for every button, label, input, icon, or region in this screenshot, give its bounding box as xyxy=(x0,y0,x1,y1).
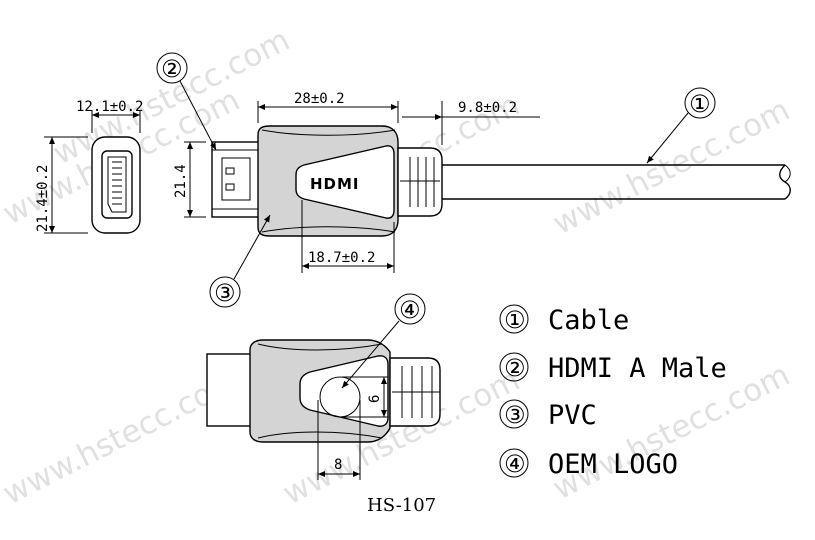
legend-item-oem-logo: ④ OEM LOGO xyxy=(499,448,678,480)
callout-3: ③ xyxy=(214,279,236,307)
legend-number: ④ xyxy=(504,450,526,478)
callout-1-circle xyxy=(684,87,716,119)
legend-number: ① xyxy=(504,306,526,334)
legend-label: Cable xyxy=(548,305,629,336)
hdmi-logo-text: HDMI xyxy=(310,175,360,193)
callout-4: ④ xyxy=(399,296,421,324)
head-length-label: 18.7±0.2 xyxy=(308,250,375,266)
watermark: www.hstecc.com xyxy=(547,92,795,242)
watermark-layer: www.hstecc.com www.hstecc.com www.hstecc… xyxy=(0,22,796,512)
front-width-label: 12.1±0.2 xyxy=(76,99,143,115)
legend-label: PVC xyxy=(548,400,597,431)
logo-window xyxy=(295,145,395,219)
logo-height-label: 6 xyxy=(367,395,383,403)
callout-1: ① xyxy=(689,90,711,118)
hdmi-plug xyxy=(211,141,263,218)
callout-4-circle xyxy=(394,293,426,325)
strain-relief xyxy=(397,147,443,217)
model-caption: HS-107 xyxy=(367,495,436,516)
legend-item-cable: ① Cable xyxy=(499,304,629,336)
legend: ① Cable ② HDMI A Male ③ PVC ④ OEM LOGO xyxy=(499,304,727,480)
oem-logo-area xyxy=(319,376,361,418)
legend-label: OEM LOGO xyxy=(548,449,678,480)
callout-3-circle xyxy=(209,276,241,308)
legend-number: ③ xyxy=(504,401,526,429)
legend-label: HDMI A Male xyxy=(548,353,727,384)
detail-plug xyxy=(206,353,256,427)
side-view: 21.4 HDMI 28±0.2 9.8±0.2 18.7±0.2 xyxy=(156,52,791,308)
front-height-label: 21.4±0.2 xyxy=(35,165,51,232)
logo-width-label: 8 xyxy=(334,457,342,473)
callout-2-circle xyxy=(156,52,188,84)
legend-item-pvc: ③ PVC xyxy=(499,399,597,431)
logo-detail-view: 6 8 ④ HS-107 xyxy=(206,293,441,516)
front-view: 12.1±0.2 21.4±0.2 xyxy=(35,99,143,234)
callout-2: ② xyxy=(161,55,183,83)
strain-relief-length-label: 9.8±0.2 xyxy=(458,100,517,116)
legend-item-hdmi-a-male: ② HDMI A Male xyxy=(499,352,727,384)
side-height-label: 21.4 xyxy=(173,164,189,198)
pin-row xyxy=(112,161,122,205)
body-length-label: 28±0.2 xyxy=(294,91,345,107)
legend-number: ② xyxy=(504,354,526,382)
